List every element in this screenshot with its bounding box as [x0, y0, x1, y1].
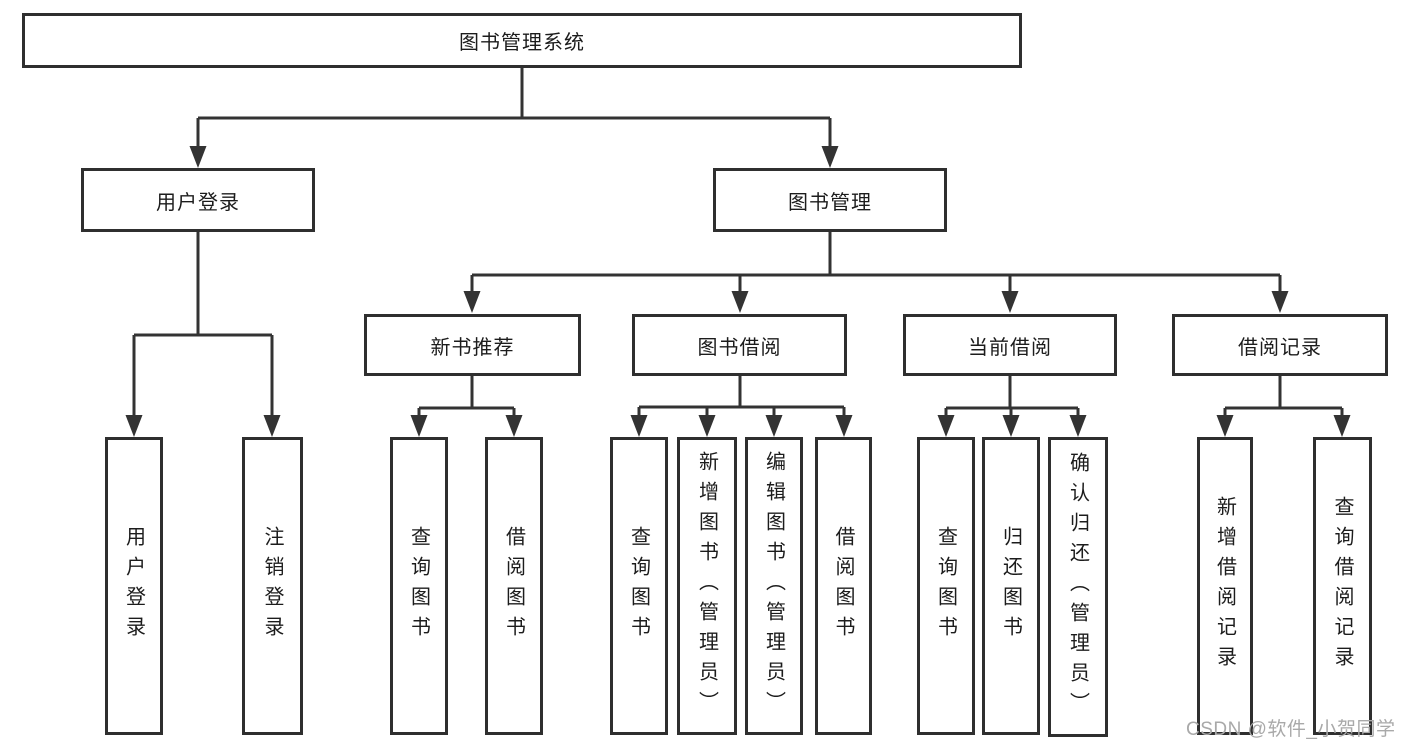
leaf-query-book-recommend: 查询图书 [390, 437, 448, 735]
leaf-add-book-admin-label: 新增图书（管理员） [695, 451, 718, 721]
node-user-login-label: 用户登录 [156, 191, 240, 214]
leaf-query-borrow-record: 查询借阅记录 [1313, 437, 1372, 735]
leaf-confirm-return-admin-label: 确认归还（管理员） [1066, 452, 1089, 722]
node-current-borrowing-label: 当前借阅 [968, 336, 1052, 359]
csdn-watermark: CSDN @软件_小贺同学 [1186, 719, 1396, 740]
leaf-query-book-recommend-label: 查询图书 [407, 526, 430, 646]
node-book-borrowing-label: 图书借阅 [697, 336, 782, 359]
node-new-book-recommend: 新书推荐 [364, 314, 581, 376]
leaf-user-login: 用户登录 [105, 437, 163, 735]
leaf-query-book-borrowing-label: 查询图书 [627, 526, 650, 646]
leaf-edit-book-admin: 编辑图书（管理员） [745, 437, 803, 735]
node-current-borrowing: 当前借阅 [903, 314, 1117, 376]
node-book-management-label: 图书管理 [788, 191, 872, 214]
leaf-return-book-label: 归还图书 [999, 526, 1022, 646]
tree-edges [132, 68, 1344, 419]
leaf-edit-book-admin-label: 编辑图书（管理员） [762, 451, 785, 721]
node-book-borrowing: 图书借阅 [632, 314, 847, 376]
leaf-borrow-book-recommend: 借阅图书 [485, 437, 543, 735]
leaf-user-login-label: 用户登录 [122, 526, 145, 646]
leaf-return-book: 归还图书 [982, 437, 1040, 735]
leaf-query-book-current: 查询图书 [917, 437, 975, 735]
arrowheads [125, 146, 1351, 437]
node-new-book-recommend-label: 新书推荐 [430, 336, 515, 359]
leaf-query-book-current-label: 查询图书 [934, 526, 957, 646]
node-borrowing-records-label: 借阅记录 [1238, 336, 1322, 359]
leaf-add-book-admin: 新增图书（管理员） [677, 437, 737, 735]
leaf-borrow-book-label: 借阅图书 [832, 526, 854, 646]
leaf-add-borrow-record-label: 新增借阅记录 [1213, 496, 1236, 676]
leaf-query-book-borrowing: 查询图书 [610, 437, 668, 735]
node-root-library-system: 图书管理系统 [22, 13, 1022, 68]
leaf-logout: 注销登录 [242, 437, 303, 735]
leaf-confirm-return-admin: 确认归还（管理员） [1048, 437, 1108, 737]
leaf-borrow-book-recommend-label: 借阅图书 [502, 526, 525, 646]
node-borrowing-records: 借阅记录 [1172, 314, 1388, 376]
leaf-add-borrow-record: 新增借阅记录 [1197, 437, 1253, 735]
node-book-management: 图书管理 [713, 168, 947, 232]
leaf-borrow-book: 借阅图书 [815, 437, 872, 735]
leaf-query-borrow-record-label: 查询借阅记录 [1331, 496, 1353, 676]
leaf-logout-label: 注销登录 [261, 526, 283, 646]
node-root-label: 图书管理系统 [459, 32, 585, 54]
node-user-login: 用户登录 [81, 168, 315, 232]
